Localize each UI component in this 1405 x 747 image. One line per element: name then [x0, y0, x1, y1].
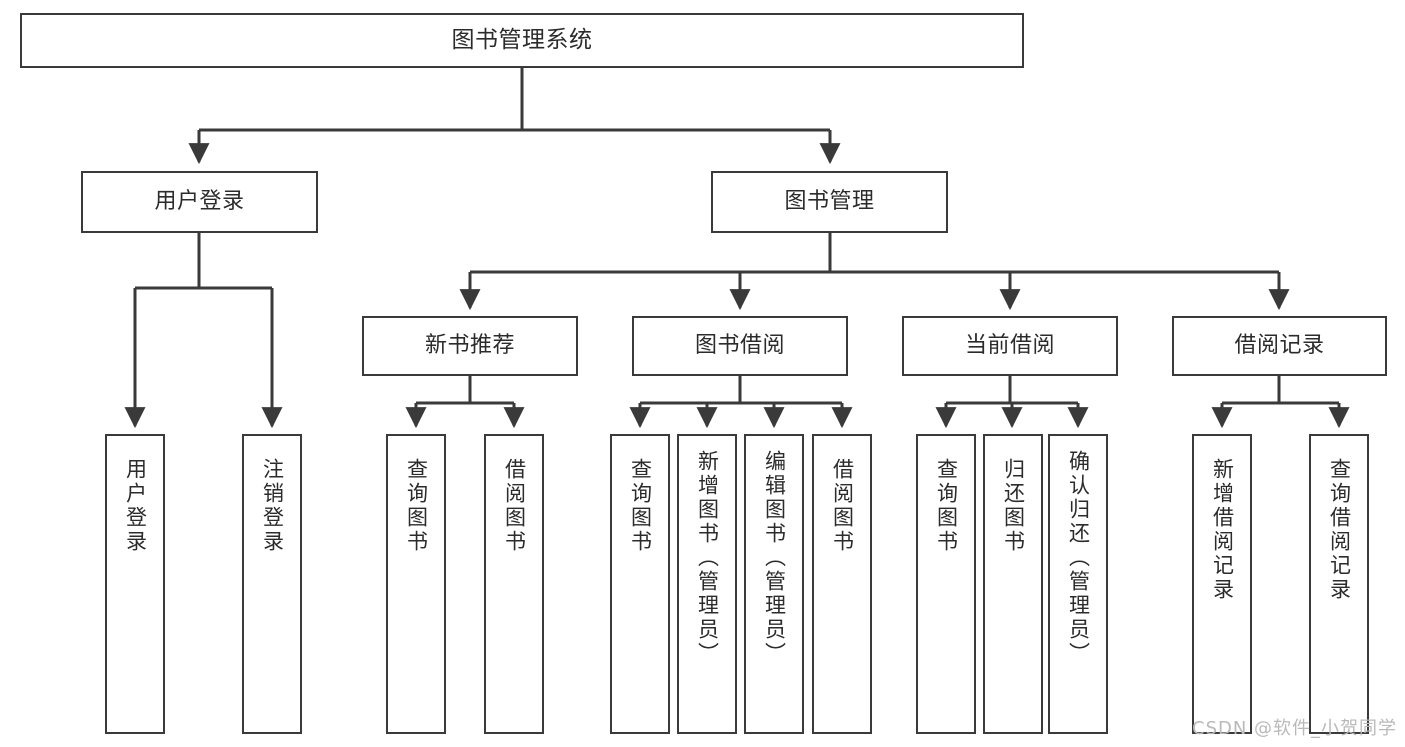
node-label: 查询图书 — [934, 458, 959, 554]
leaf-new-book-borrow-books[interactable]: 借阅图书 — [484, 434, 544, 734]
node-label: 新增图书（管理员） — [695, 450, 720, 666]
node-current-borrowing[interactable]: 当前借阅 — [902, 316, 1118, 376]
leaf-new-book-query-books[interactable]: 查询图书 — [386, 434, 446, 734]
node-root-book-management-system[interactable]: 图书管理系统 — [20, 13, 1024, 68]
node-label: 图书管理 — [784, 189, 875, 215]
leaf-current-borrow-query-books[interactable]: 查询图书 — [916, 434, 976, 734]
node-book-management[interactable]: 图书管理 — [711, 171, 948, 233]
node-label: 借阅图书 — [830, 458, 855, 554]
node-label: 借阅记录 — [1234, 333, 1325, 359]
node-label: 查询图书 — [404, 458, 429, 554]
watermark-text: CSDN @软件_小贺同学 — [1192, 718, 1398, 739]
node-label: 确认归还（管理员） — [1066, 450, 1091, 666]
node-label: 查询借阅记录 — [1327, 458, 1352, 602]
leaf-book-borrow-borrow-books[interactable]: 借阅图书 — [812, 434, 872, 734]
node-label: 借阅图书 — [502, 458, 527, 554]
node-label: 注销登录 — [260, 458, 285, 554]
node-label: 查询图书 — [628, 458, 653, 554]
node-new-book-recommendation[interactable]: 新书推荐 — [362, 316, 578, 376]
leaf-book-borrow-query-books[interactable]: 查询图书 — [610, 434, 670, 734]
node-label: 图书借阅 — [694, 333, 785, 359]
node-user-login[interactable]: 用户登录 — [81, 171, 318, 233]
node-borrowing-record[interactable]: 借阅记录 — [1172, 316, 1387, 376]
node-label: 归还图书 — [1001, 458, 1026, 554]
leaf-borrow-record-query-record[interactable]: 查询借阅记录 — [1309, 434, 1369, 734]
node-label: 用户登录 — [154, 189, 245, 215]
leaf-user-login-login[interactable]: 用户登录 — [105, 434, 165, 734]
leaf-current-borrow-return-books[interactable]: 归还图书 — [983, 434, 1043, 734]
leaf-user-login-logout[interactable]: 注销登录 — [242, 434, 302, 734]
node-label: 新增借阅记录 — [1210, 458, 1235, 602]
node-label: 编辑图书（管理员） — [762, 450, 787, 666]
node-label: 图书管理系统 — [451, 26, 593, 53]
node-label: 用户登录 — [123, 458, 148, 554]
leaf-borrow-record-add-record[interactable]: 新增借阅记录 — [1192, 434, 1252, 734]
leaf-book-borrow-edit-book-admin[interactable]: 编辑图书（管理员） — [744, 434, 804, 734]
node-label: 当前借阅 — [964, 333, 1055, 359]
leaf-current-borrow-confirm-return-admin[interactable]: 确认归还（管理员） — [1048, 434, 1108, 734]
node-label: 新书推荐 — [424, 333, 515, 359]
node-book-borrowing[interactable]: 图书借阅 — [632, 316, 848, 376]
leaf-book-borrow-add-book-admin[interactable]: 新增图书（管理员） — [677, 434, 737, 734]
